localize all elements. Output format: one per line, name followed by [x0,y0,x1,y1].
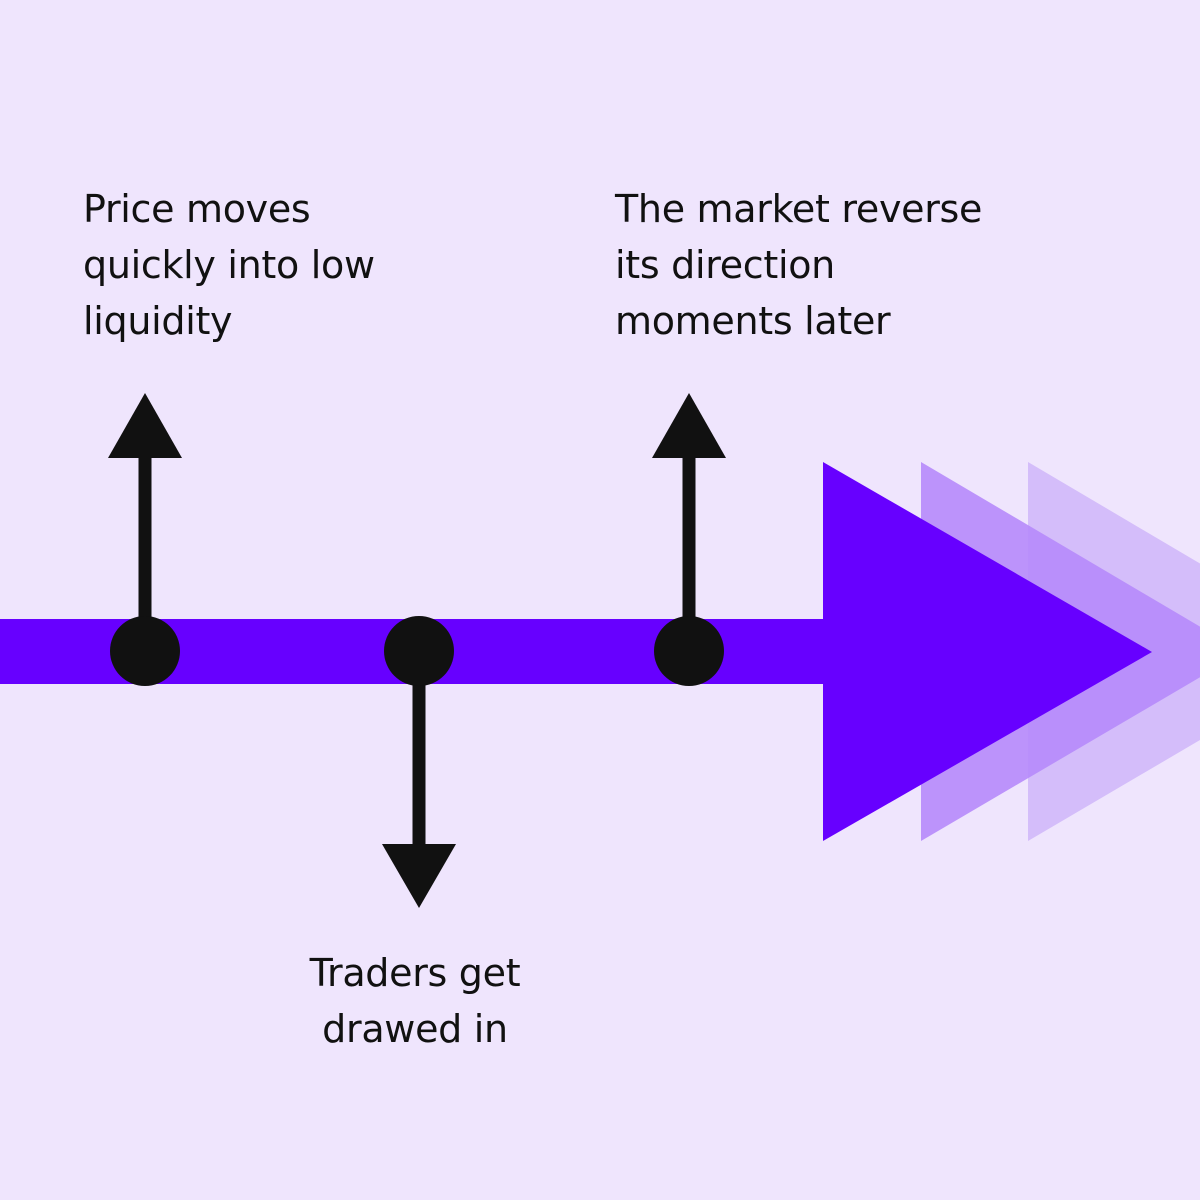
arrow-up-icon [652,393,726,458]
event-3-label: The market reverse its direction moments… [615,181,982,349]
event-2-label-line: drawed in [322,1007,508,1051]
event-2-dot [384,616,454,686]
arrow-down-icon [382,844,456,908]
event-2-marker [382,616,456,908]
event-1-label: Price moves quickly into low liquidity [83,181,375,349]
event-1-marker [108,393,182,686]
event-1-label-line: Price moves [83,187,311,231]
event-2-label: Traders get drawed in [230,945,600,1057]
event-1-dot [110,616,180,686]
event-3-label-line: The market reverse [615,187,983,231]
event-1-label-line: liquidity [83,299,233,343]
event-3-label-line: its direction [615,243,835,287]
event-1-label-line: quickly into low [83,243,375,287]
event-2-label-line: Traders get [309,951,521,995]
event-3-dot [654,616,724,686]
event-3-label-line: moments later [615,299,891,343]
arrow-up-icon [108,393,182,458]
timeline-arrow-head [823,462,1152,841]
event-3-marker [652,393,726,686]
